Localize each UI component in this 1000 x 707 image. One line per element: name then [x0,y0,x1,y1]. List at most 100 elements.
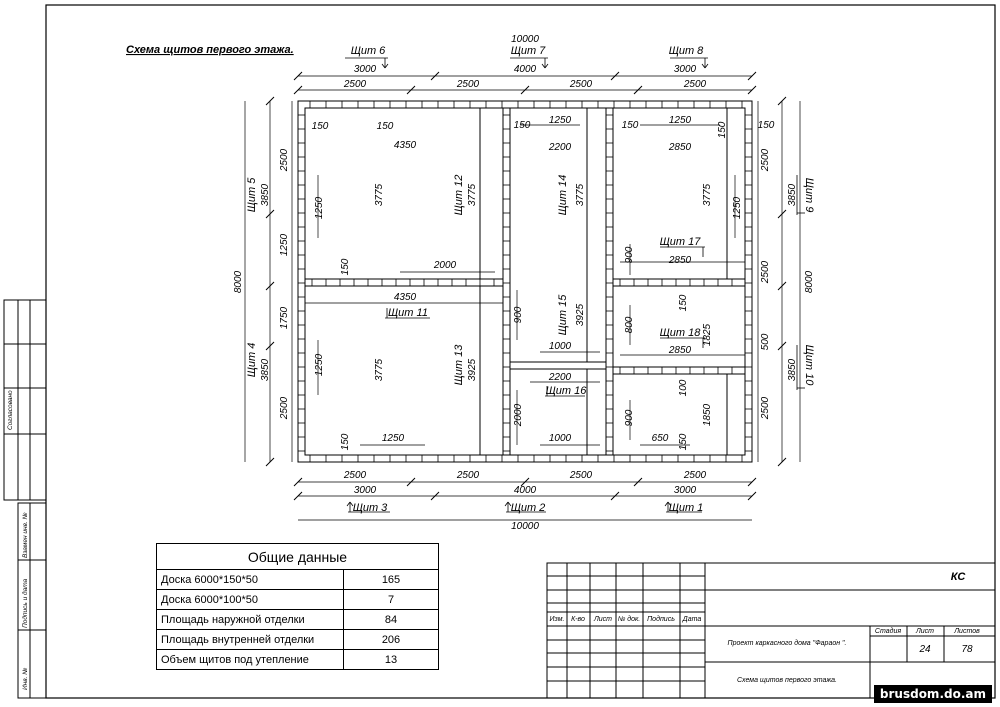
stamp-stadia-label: Стадия [875,627,901,635]
dimension-lines [244,75,801,521]
dim-r2-150: 150 [340,433,351,450]
dim-m-1000-a: 1000 [549,341,572,352]
stamp-code: КС [951,571,967,583]
dim-r1-2000: 2000 [433,260,457,271]
dim-rc-900-b: 900 [624,409,635,426]
dim-m-2200-b: 2200 [548,372,572,383]
dim-right-2500-2: 2500 [760,260,771,284]
shield-3-label: Щит 3 [353,502,388,514]
title-block [546,562,996,699]
dim-top-3000-left: 3000 [354,64,377,75]
shield-4-label: Щит 4 [246,343,258,378]
dim-bottom-2500-1: 2500 [343,470,367,481]
dim-right-3850-1: 3850 [787,183,798,206]
dim-r2-1250: 1250 [314,353,325,376]
shield-5-label: Щит 5 [246,177,258,212]
stamp-col-kvo: К-во [571,616,585,623]
dim-left-2500-2: 2500 [279,396,290,420]
summary-value: 165 [343,569,439,590]
stamp-listov-value: 78 [961,644,973,655]
dim-rc-2850-a: 2850 [668,142,692,153]
building-outline [297,100,753,463]
dim-rc-150-b: 150 [717,121,728,138]
dim-r2-1250-bottom: 1250 [382,433,405,444]
dim-r1-150-b: 150 [377,121,394,132]
dim-bottom-4000: 4000 [514,485,537,496]
dim-m-1000-b: 1000 [549,433,572,444]
stamp-list-label: Лист [915,628,934,635]
stamp-col-podpis: Подпись [647,615,675,623]
dim-m-150: 150 [514,120,531,131]
dim-rc-1825: 1825 [702,323,713,346]
stamp-project: Проект каркасного дома "Фараон ". [728,639,847,647]
dim-rc-2850-c: 2850 [668,345,692,356]
stud-ticks [298,101,752,462]
dim-m-3925: 3925 [575,303,586,326]
stamp-listov-label: Листов [953,628,980,635]
dim-m-2000: 2000 [513,403,524,427]
shield-8-label: Щит 8 [669,45,704,57]
dim-right-2500-3: 2500 [760,396,771,420]
stamp-col-izm: Изм. [550,616,565,623]
dim-total-height-left: 8000 [233,270,244,293]
dim-rc-1250: 1250 [669,115,692,126]
dim-m-2200-a: 2200 [548,142,572,153]
shield-14-label: Щит 14 [557,175,569,216]
dim-bottom-2500-3: 2500 [569,470,593,481]
dim-m-3775: 3775 [575,183,586,206]
dim-left-1750: 1750 [279,306,290,329]
dim-rc-150-a: 150 [622,120,639,131]
dim-top-4000: 4000 [514,64,537,75]
dim-r2-3925: 3925 [467,358,478,381]
dim-rc-800: 800 [624,316,635,333]
shield-12-label: Щит 12 [453,175,465,216]
summary-name: Доска 6000*100*50 [156,589,344,610]
shield-6-label: Щит 6 [351,45,386,57]
dim-rc-1850: 1850 [702,403,713,426]
dim-r2-3775: 3775 [374,358,385,381]
dim-bottom-3000-right: 3000 [674,485,697,496]
dim-total-width-top: 10000 [511,34,539,45]
drawing-title: Схема щитов первого этажа. [126,44,294,56]
side-podpis-data: Подпись и дата [21,578,29,628]
shield-1-label: Щит 1 [669,502,704,514]
dim-r1-1250: 1250 [314,196,325,219]
dim-rc-100: 100 [678,379,689,396]
dimension-ticks [265,71,787,501]
shield-7-label: Щит 7 [511,45,546,57]
dim-left-1250: 1250 [279,233,290,256]
dim-bottom-3000-left: 3000 [354,485,377,496]
dim-left-3850-1: 3850 [260,183,271,206]
summary-value: 13 [343,649,439,670]
dim-r1-150-c: 150 [340,258,351,275]
shield-9-label: Щит 9 [803,178,815,213]
side-soglasovano: Согласовано [7,390,14,430]
dim-r1-3775-a: 3775 [374,183,385,206]
stamp-col-data: Дата [682,616,702,623]
summary-header: Общие данные [156,543,439,570]
dim-top-2500-1: 2500 [343,79,367,90]
shield-2-label: Щит 2 [511,502,546,514]
side-strip [3,299,47,699]
stamp-col-ndok: № док. [618,615,641,623]
side-vzamen: Взамен инв. № [22,512,29,558]
stamp-list-value: 24 [918,644,931,655]
summary-value: 7 [343,589,439,610]
shield-17-label: Щит 17 [660,236,702,248]
dim-right-500: 500 [760,333,771,350]
dim-rc-150-d: 150 [678,294,689,311]
dim-m-900: 900 [513,306,524,323]
shield-markers [345,57,805,513]
summary-name: Объем щитов под утепление [156,649,344,670]
shield-15-label: Щит 15 [557,294,569,336]
summary-value: 84 [343,609,439,630]
shield-11-label: Щит 11 [388,307,428,319]
dim-right-3850-2: 3850 [787,358,798,381]
dim-left-3850-2: 3850 [260,358,271,381]
shield-13-label: Щит 13 [453,344,465,386]
stamp-col-list: Лист [593,616,612,623]
